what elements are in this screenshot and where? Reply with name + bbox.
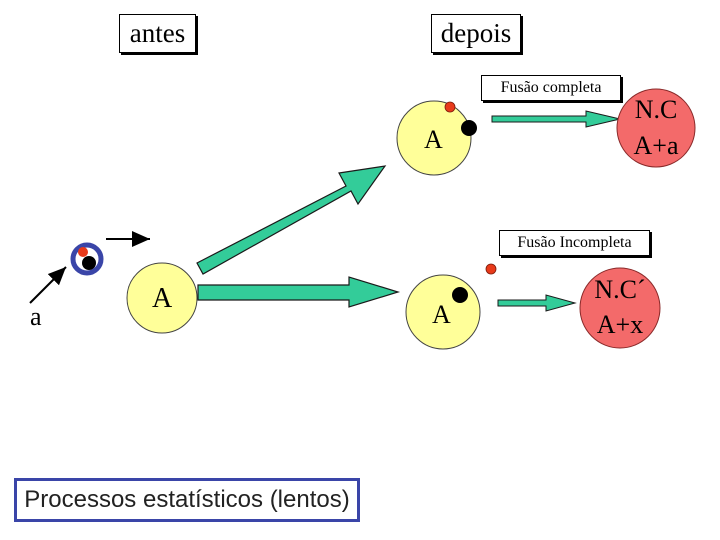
fusao-completa-label: Fusão completa bbox=[481, 75, 621, 101]
upper-nucleus bbox=[396, 100, 472, 176]
diagonal-arrow bbox=[196, 165, 387, 275]
depois-label: depois bbox=[431, 14, 521, 53]
projectile-black-particle bbox=[82, 256, 96, 270]
projectile-arrow bbox=[29, 266, 67, 304]
projectile-label: a bbox=[30, 302, 42, 331]
fusao-incompleta-label: Fusão Incompleta bbox=[499, 230, 650, 256]
compound-nucleus bbox=[616, 88, 696, 168]
lower-black-particle bbox=[452, 287, 468, 303]
compound-prime-label-line1: N.C´ bbox=[594, 275, 645, 304]
compound-nucleus-prime bbox=[579, 267, 661, 349]
upper-black-particle bbox=[461, 120, 477, 136]
upper-red-particle bbox=[444, 101, 456, 113]
processos-estatisticos-label: Processos estatísticos (lentos) bbox=[14, 478, 360, 522]
upper-nucleus-label: A bbox=[424, 125, 443, 154]
projectile-red-particle bbox=[78, 247, 88, 257]
antes-label: antes bbox=[119, 14, 196, 53]
horizontal-arrow bbox=[197, 276, 401, 308]
compound-label-line1: N.C bbox=[635, 95, 678, 124]
compound-prime-label-line2: A+x bbox=[597, 310, 643, 339]
lower-nucleus-label: A bbox=[432, 300, 451, 329]
lower-small-arrow bbox=[497, 294, 577, 312]
target-label: A bbox=[152, 283, 173, 314]
lower-red-particle bbox=[485, 263, 497, 275]
upper-small-arrow bbox=[491, 110, 621, 128]
compound-label-line2: A+a bbox=[634, 131, 679, 160]
target-nucleus bbox=[126, 262, 198, 334]
